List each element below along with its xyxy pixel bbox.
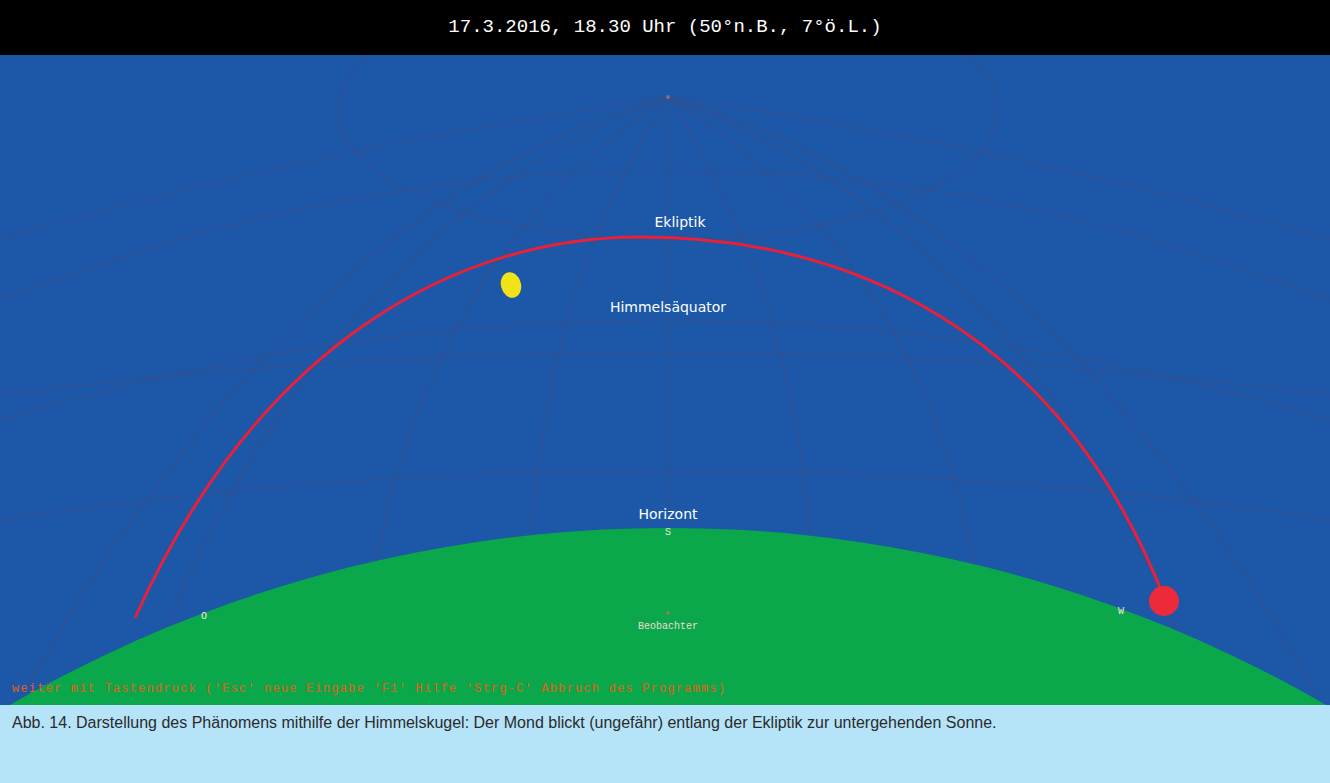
title-text: 17.3.2016, 18.30 Uhr (50°n.B., 7°ö.L.) xyxy=(0,0,1330,55)
moon xyxy=(498,270,524,300)
direction-label: W xyxy=(1118,606,1124,618)
direction-label: S xyxy=(665,527,671,539)
equator-label: Himmelsäquator xyxy=(607,299,729,315)
ground xyxy=(0,528,1330,705)
caption-text: Abb. 14. Darstellung des Phänomens mithi… xyxy=(0,705,1330,735)
observer-label: Beobachter xyxy=(638,621,698,633)
direction-label: O xyxy=(201,611,207,623)
observer-point xyxy=(667,612,670,615)
ecliptic-label: Ekliptik xyxy=(651,214,708,230)
sun xyxy=(1149,586,1179,616)
caption-bar: Abb. 14. Darstellung des Phänomens mithi… xyxy=(0,705,1330,783)
horizon-label: Horizont xyxy=(635,506,700,522)
status-line: weiter mit Tastendruck ('Esc' neue Einga… xyxy=(12,683,726,697)
title-bar: 17.3.2016, 18.30 Uhr (50°n.B., 7°ö.L.) xyxy=(0,0,1330,55)
